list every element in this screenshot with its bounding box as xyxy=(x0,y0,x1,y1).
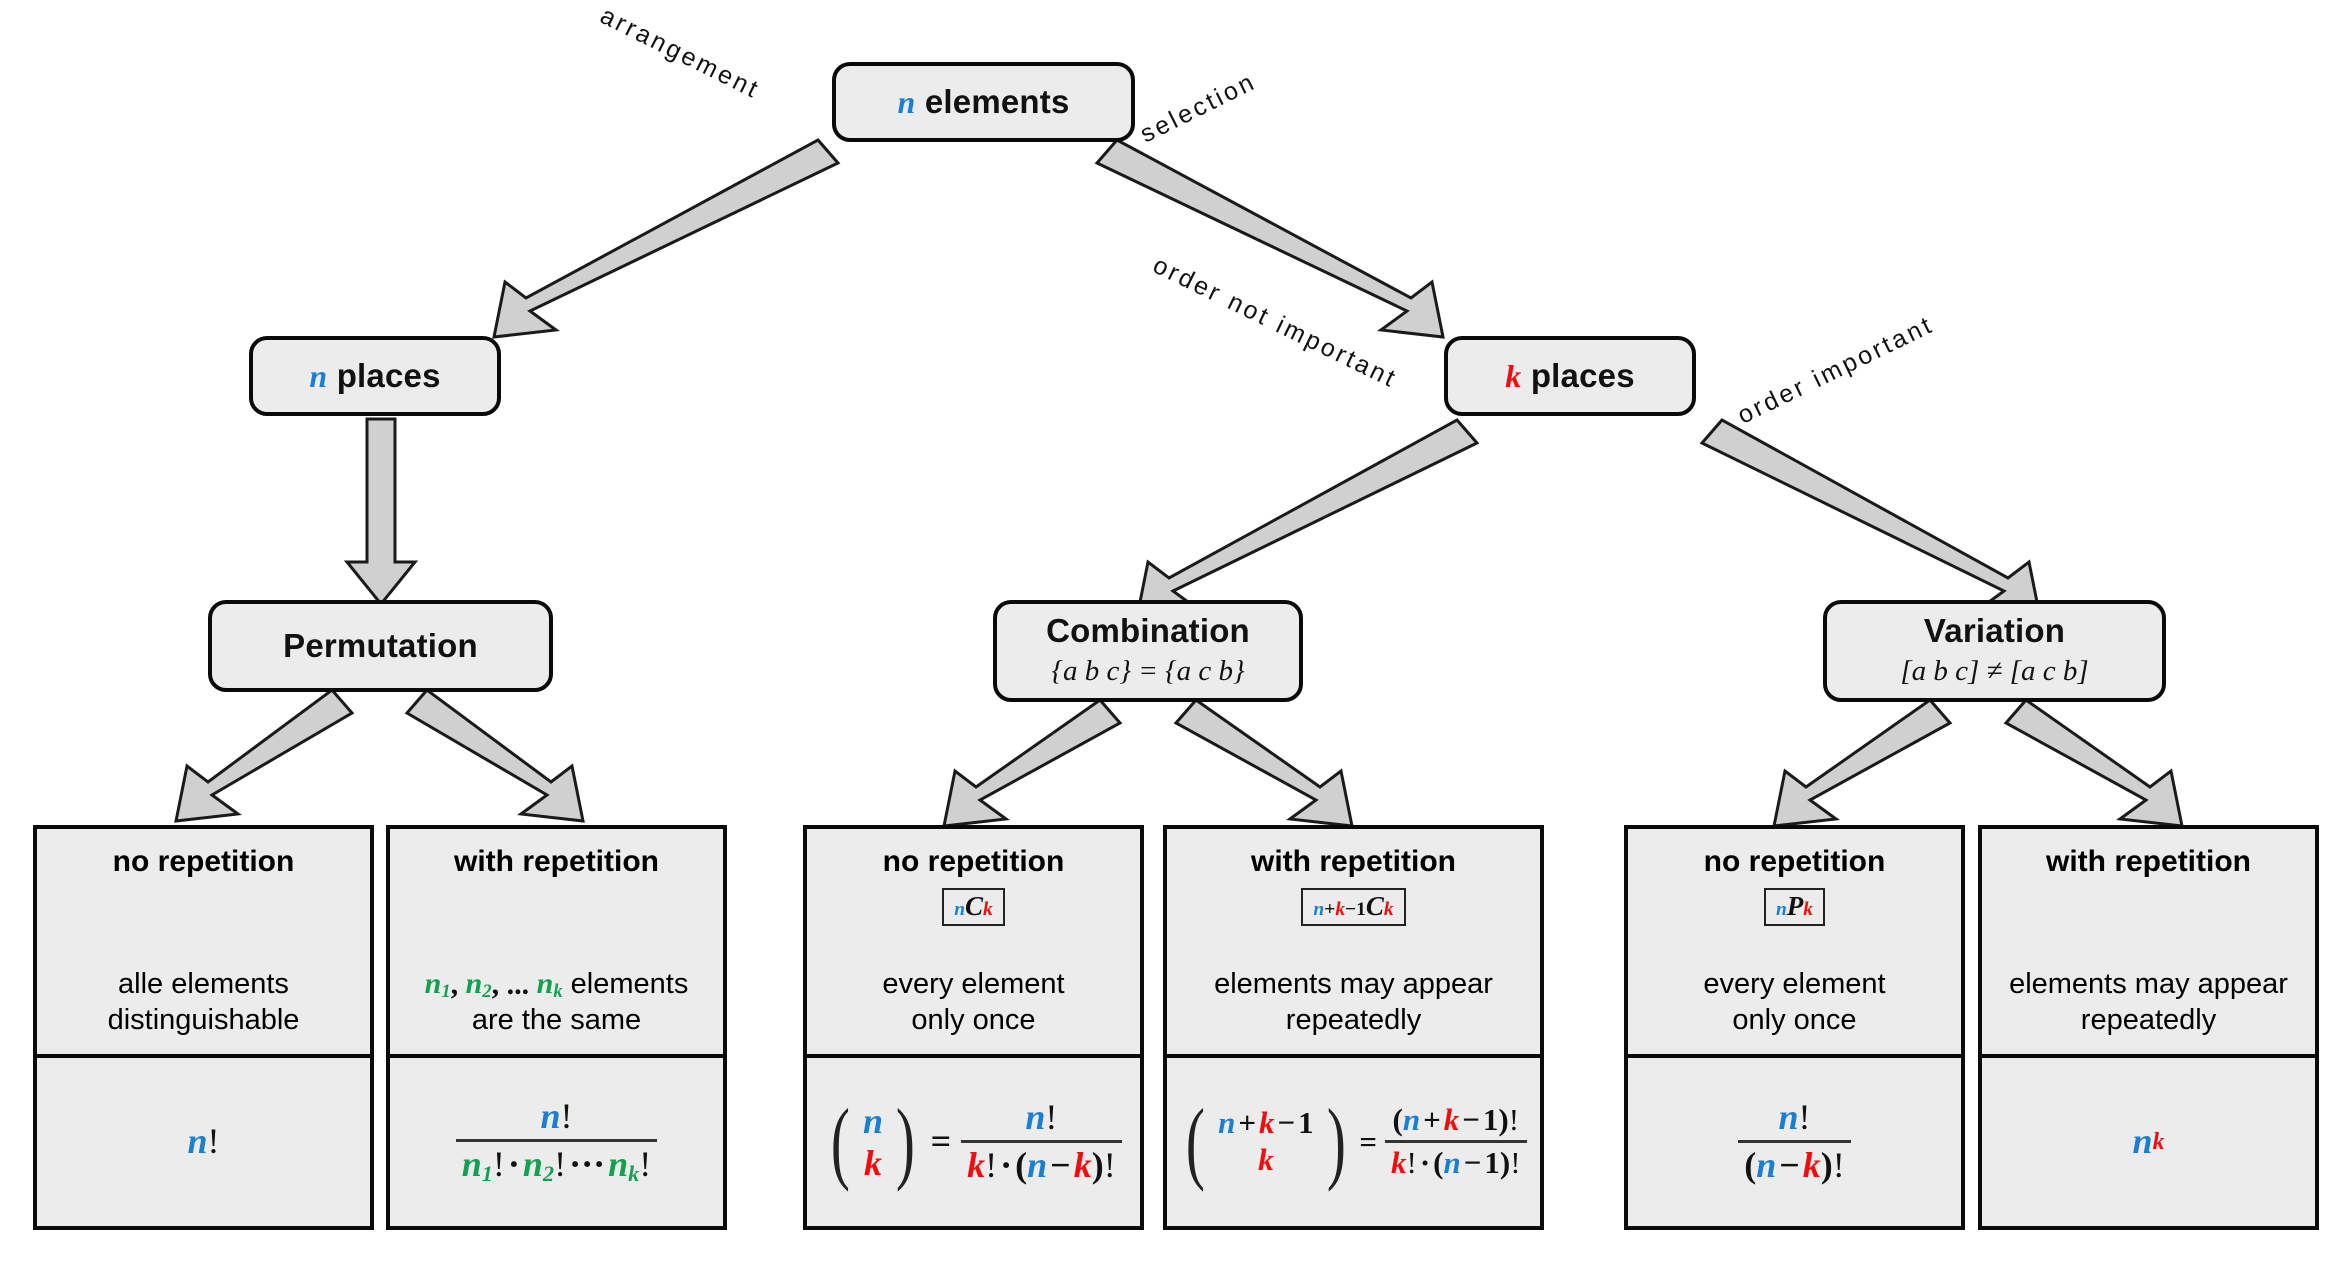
node-k-places-label: k places xyxy=(1505,356,1635,394)
leaf-formula: n! xyxy=(187,1121,220,1162)
var-n: n xyxy=(897,83,916,120)
leaf-combination-with-repetition[interactable]: with repetition n+k−1Ck elements may app… xyxy=(1163,825,1544,1230)
leaf-notation-badge: nCk xyxy=(942,887,1005,927)
node-variation-sub: [a b c] ≠ [a c b] xyxy=(1900,654,2089,687)
leaf-head: with repetition xyxy=(1251,845,1456,878)
leaf-head: with repetition xyxy=(454,845,659,878)
arrow-permutation-with-repetition xyxy=(404,687,585,823)
leaf-head: no repetition xyxy=(882,845,1065,878)
node-n-elements-label: n elements xyxy=(897,82,1070,120)
arrow-combination-no-repetition xyxy=(942,697,1123,828)
edge-label-order-important: order important xyxy=(1733,310,1939,430)
node-n-places-text: places xyxy=(336,356,441,394)
leaf-head: with repetition xyxy=(2046,845,2251,878)
node-combination[interactable]: Combination {a b c} = {a c b} xyxy=(993,600,1303,702)
leaf-head: no repetition xyxy=(1703,845,1886,878)
arrow-order-important xyxy=(1699,418,2042,619)
var-n: n xyxy=(309,357,328,394)
node-permutation[interactable]: Permutation xyxy=(208,600,553,692)
var-k: k xyxy=(1505,357,1522,394)
node-n-places[interactable]: n places xyxy=(249,336,501,416)
node-permutation-label: Permutation xyxy=(283,626,478,664)
leaf-notation-badge: nPk xyxy=(1763,887,1826,927)
arrow-arrangement xyxy=(492,138,841,339)
arrow-order-not-important xyxy=(1135,418,1480,619)
arrow-variation-no-repetition xyxy=(1772,697,1953,828)
leaf-notation-badge: n+k−1Ck xyxy=(1301,887,1406,927)
node-n-elements[interactable]: n elements xyxy=(832,62,1135,142)
leaf-formula: n! (n−k)! xyxy=(1628,1058,1961,1226)
node-n-elements-text: elements xyxy=(924,82,1070,120)
edge-label-order-not-important: order not important xyxy=(1148,250,1402,394)
node-combination-sub: {a b c} = {a c b} xyxy=(1051,654,1245,687)
edge-label-arrangement: arrangement xyxy=(595,1,765,105)
arrow-combination-with-repetition xyxy=(1173,697,1354,828)
arrow-n-places-permutation xyxy=(343,417,419,607)
leaf-formula: n! n1!·n2!···nk! xyxy=(390,1058,723,1226)
node-variation[interactable]: Variation [a b c] ≠ [a c b] xyxy=(1823,600,2166,702)
arrow-variation-with-repetition xyxy=(2003,697,2184,828)
node-k-places-text: places xyxy=(1530,356,1635,394)
leaf-upper: with repetition n+k−1Ck elements may app… xyxy=(1167,829,1540,1058)
leaf-head: no repetition xyxy=(112,845,295,878)
node-n-places-label: n places xyxy=(309,356,441,394)
edge-label-selection: selection xyxy=(1135,67,1261,149)
arrow-permutation-no-repetition xyxy=(174,687,355,823)
node-k-places[interactable]: k places xyxy=(1444,336,1696,416)
node-combination-label: Combination xyxy=(1046,612,1250,650)
node-variation-label: Variation xyxy=(1923,612,2066,650)
